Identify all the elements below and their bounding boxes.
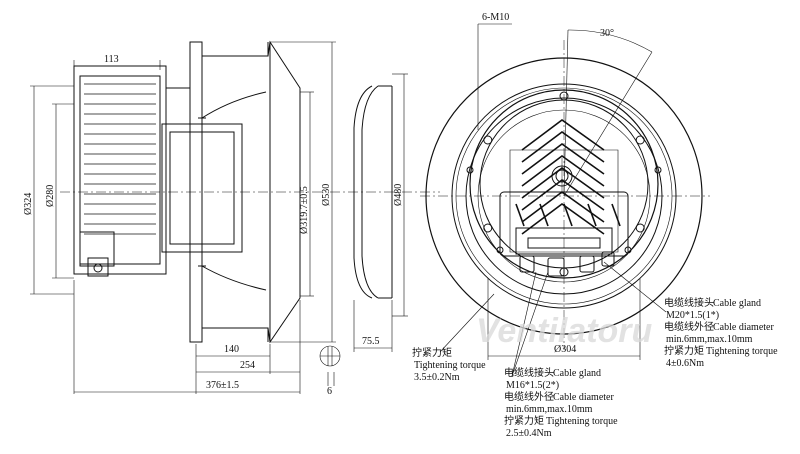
- grill-rib: [587, 203, 597, 227]
- note-m16-diam-cn: 电缆线外径: [504, 390, 554, 403]
- watermark: Ventilatoru: [476, 312, 653, 350]
- dim-530: Ø530: [321, 184, 332, 206]
- dim-30-deg: 30°: [600, 28, 614, 39]
- note-m16-gland-cn: 电缆线接头: [504, 366, 554, 379]
- dim-376: 376±1.5: [206, 380, 239, 391]
- dim-6: 6: [327, 386, 332, 397]
- note-m20-torque-cn: 拧紧力矩: [664, 344, 704, 357]
- motor-connector-block: [79, 231, 115, 277]
- dim-254: 254: [240, 360, 255, 371]
- note-m16-torque-cn: 拧紧力矩: [504, 414, 544, 427]
- motor-body: [73, 65, 243, 275]
- grill-rib: [515, 203, 525, 227]
- grill-rib: [611, 203, 621, 227]
- note-left-torque: 拧紧力矩 Tightening torque 3.5±0.2Nm: [412, 346, 486, 383]
- motor-fins: [84, 83, 156, 235]
- grill-slat: [521, 191, 605, 223]
- mount-hole: [466, 166, 474, 174]
- note-left-torque-cn: 拧紧力矩: [412, 346, 452, 359]
- note-m20-gland: 电缆线接头 Cable gland M20*1.5(1*) 电缆线外径 Cabl…: [664, 296, 778, 369]
- note-m20-torque-val: 4±0.6Nm: [666, 358, 704, 369]
- mount-hole: [483, 135, 493, 145]
- note-m20-gland-en: Cable gland: [713, 298, 761, 309]
- grill-rib: [539, 203, 549, 227]
- dim-75: 75.5: [362, 336, 380, 347]
- grill-slat: [521, 155, 605, 187]
- note-m16-diam-spec: min.6mm,max.10mm: [506, 404, 593, 415]
- note-m20-gland-cn: 电缆线接头: [664, 296, 714, 309]
- dim-113: 113: [104, 54, 119, 65]
- grill-slat: [521, 143, 605, 175]
- front-view-dimension-lines: [439, 23, 667, 377]
- dim-319: Ø319.7±0.5: [299, 186, 310, 234]
- grill-slat: [521, 119, 605, 151]
- hub-emblem: [551, 158, 573, 194]
- note-m16-torque-en: Tightening torque: [546, 416, 618, 427]
- dim-6-m10: 6-M10: [482, 12, 509, 23]
- mount-hole: [496, 246, 504, 254]
- grill-rib: [563, 203, 573, 227]
- dim-304: Ø304: [554, 344, 576, 355]
- mount-hole: [624, 246, 632, 254]
- note-m16-diam-en: Cable diameter: [553, 392, 614, 403]
- note-m16-torque-val: 2.5±0.4Nm: [506, 428, 552, 439]
- note-m20-diam-spec: min.6mm,max.10mm: [666, 334, 753, 345]
- note-m16-gland-spec: M16*1.5(2*): [506, 380, 559, 391]
- note-m20-diam-en: Cable diameter: [713, 322, 774, 333]
- dim-324: Ø324: [23, 193, 34, 215]
- dim-480: Ø480: [393, 184, 404, 206]
- note-left-torque-en: Tightening torque: [414, 360, 486, 371]
- grill-slat: [521, 203, 605, 235]
- note-m16-gland-en: Cable gland: [553, 368, 601, 379]
- mount-hole: [635, 135, 645, 145]
- note-m20-gland-spec: M20*1.5(1*): [666, 310, 719, 321]
- front-centerlines: [420, 40, 710, 350]
- mount-hole: [483, 223, 493, 233]
- note-m20-torque-en: Tightening torque: [706, 346, 778, 357]
- mount-hole: [635, 223, 645, 233]
- note-m16-gland: 电缆线接头 Cable gland M16*1.5(2*) 电缆线外径 Cabl…: [504, 366, 618, 439]
- dim-140: 140: [224, 344, 239, 355]
- impeller-side-profile: [189, 40, 301, 344]
- note-left-torque-val: 3.5±0.2Nm: [414, 372, 460, 383]
- grill-slat: [521, 131, 605, 163]
- cable-glands-front: [519, 251, 615, 277]
- mount-hole: [654, 166, 662, 174]
- side-view-dimension-lines: [30, 41, 408, 394]
- dimension-labels: 113 Ø324 Ø280 Ø319.7±0.5 Ø530 Ø480 140 2…: [23, 12, 614, 397]
- note-m20-diam-cn: 电缆线外径: [664, 320, 714, 333]
- dim-280: Ø280: [45, 185, 56, 207]
